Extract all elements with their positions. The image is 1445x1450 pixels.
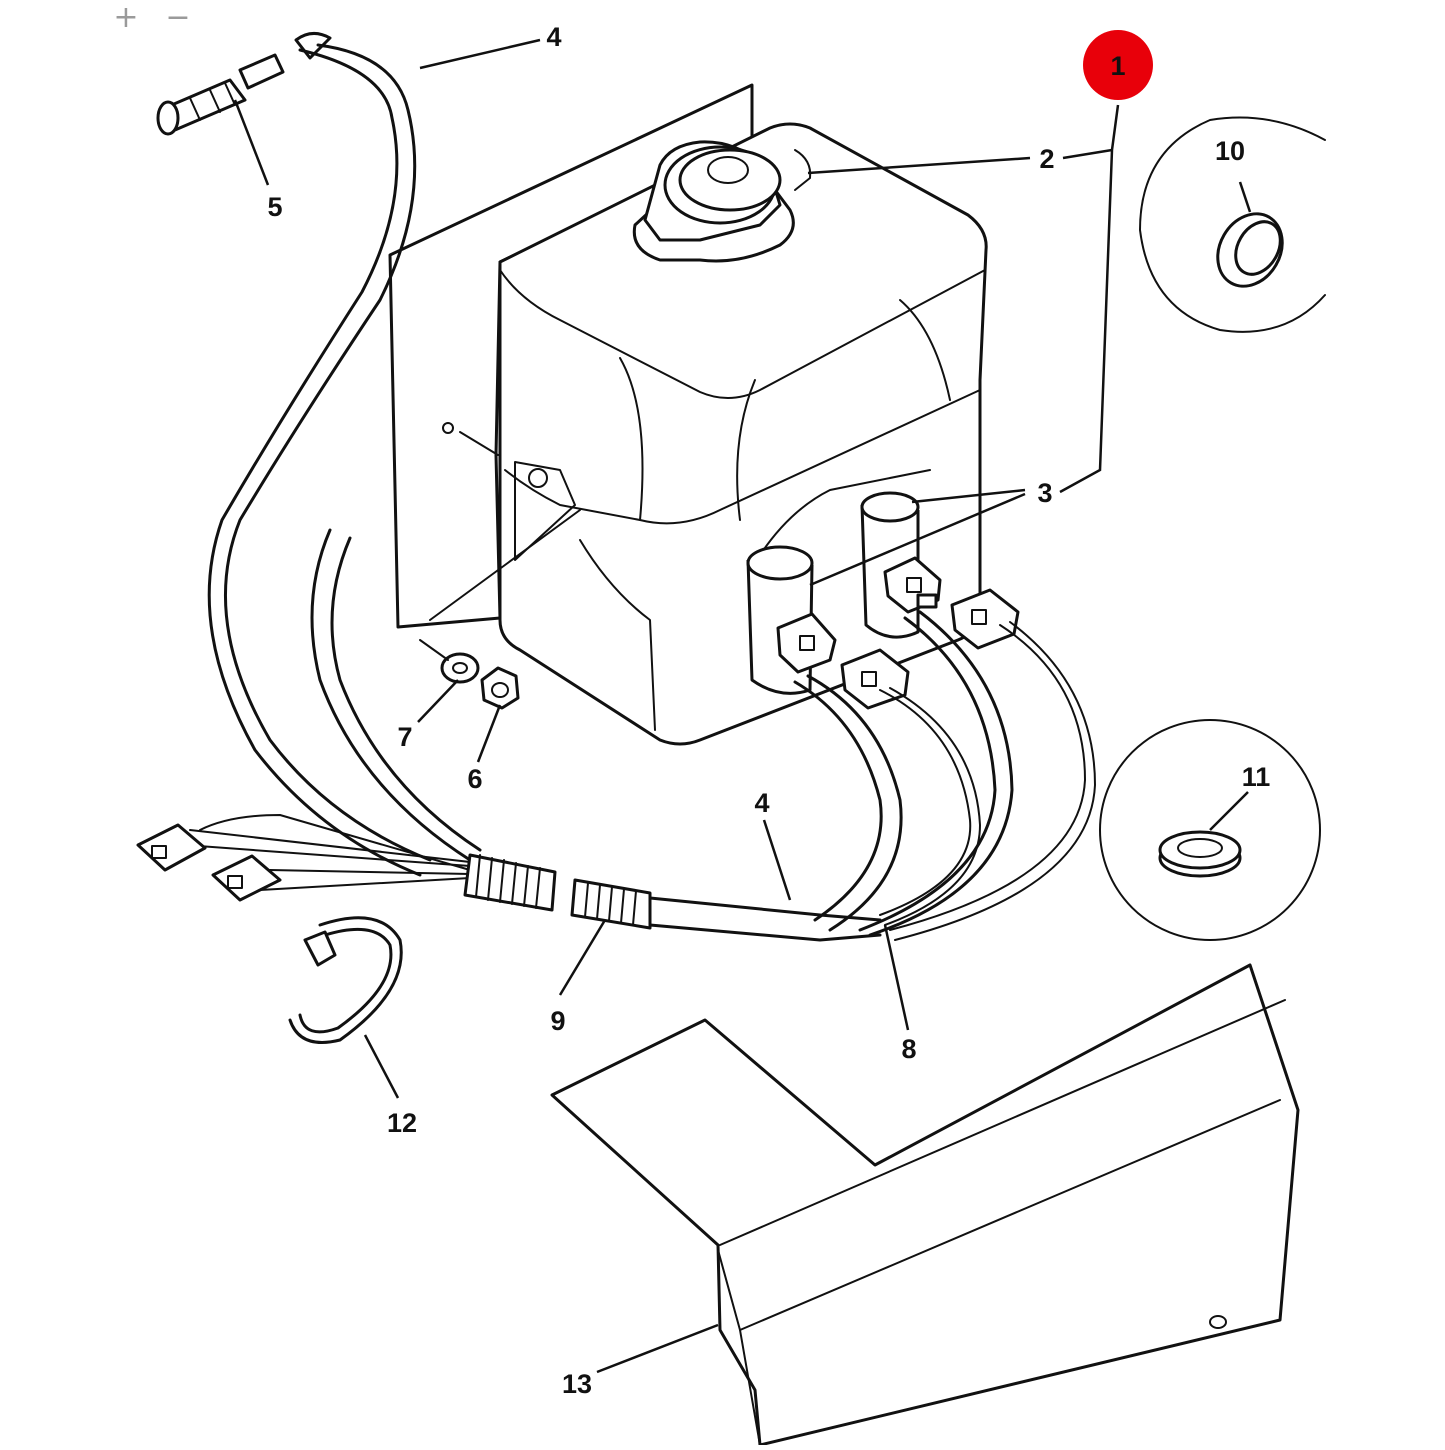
callout-10[interactable]: 10 (1215, 136, 1245, 166)
callout-3[interactable]: 3 (1037, 478, 1052, 508)
wiring-harness (184, 621, 1096, 942)
pump-connectors (776, 556, 1020, 710)
washer-and-nut (419, 509, 581, 710)
harness-connectors (136, 823, 282, 902)
callout-5[interactable]: 5 (267, 192, 282, 222)
callout-4-bottom[interactable]: 4 (754, 788, 769, 818)
detail-grommet-10 (1139, 116, 1326, 333)
convoluted-sleeving (463, 853, 652, 930)
callout-labels: 1 2 3 4 4 5 6 7 8 9 10 11 12 13 (267, 22, 1270, 1399)
callout-11[interactable]: 11 (1242, 762, 1271, 792)
callout-8[interactable]: 8 (901, 1034, 916, 1064)
detail-grommet-11 (1099, 719, 1321, 941)
washer-hoses (207, 32, 1014, 937)
hose-clip (288, 916, 403, 1044)
callout-7[interactable]: 7 (397, 722, 412, 752)
zoom-in-button[interactable]: + (113, 0, 139, 35)
zoom-controls: + − (112, 0, 192, 35)
filler-cap (632, 140, 812, 263)
callout-1[interactable]: 1 (1110, 51, 1125, 81)
leader-lines (233, 38, 1252, 1374)
callout-4-top[interactable]: 4 (546, 22, 561, 52)
zoom-out-button[interactable]: − (165, 0, 191, 35)
callout-1-marker[interactable] (1083, 30, 1153, 100)
callout-13[interactable]: 13 (562, 1369, 592, 1399)
callout-9[interactable]: 9 (550, 1006, 565, 1036)
callout-12[interactable]: 12 (387, 1108, 417, 1138)
cover-plate (550, 963, 1300, 1447)
callout-6[interactable]: 6 (467, 764, 482, 794)
callout-2[interactable]: 2 (1039, 144, 1054, 174)
mounting-plate (388, 83, 754, 629)
hose-connector (156, 53, 285, 136)
